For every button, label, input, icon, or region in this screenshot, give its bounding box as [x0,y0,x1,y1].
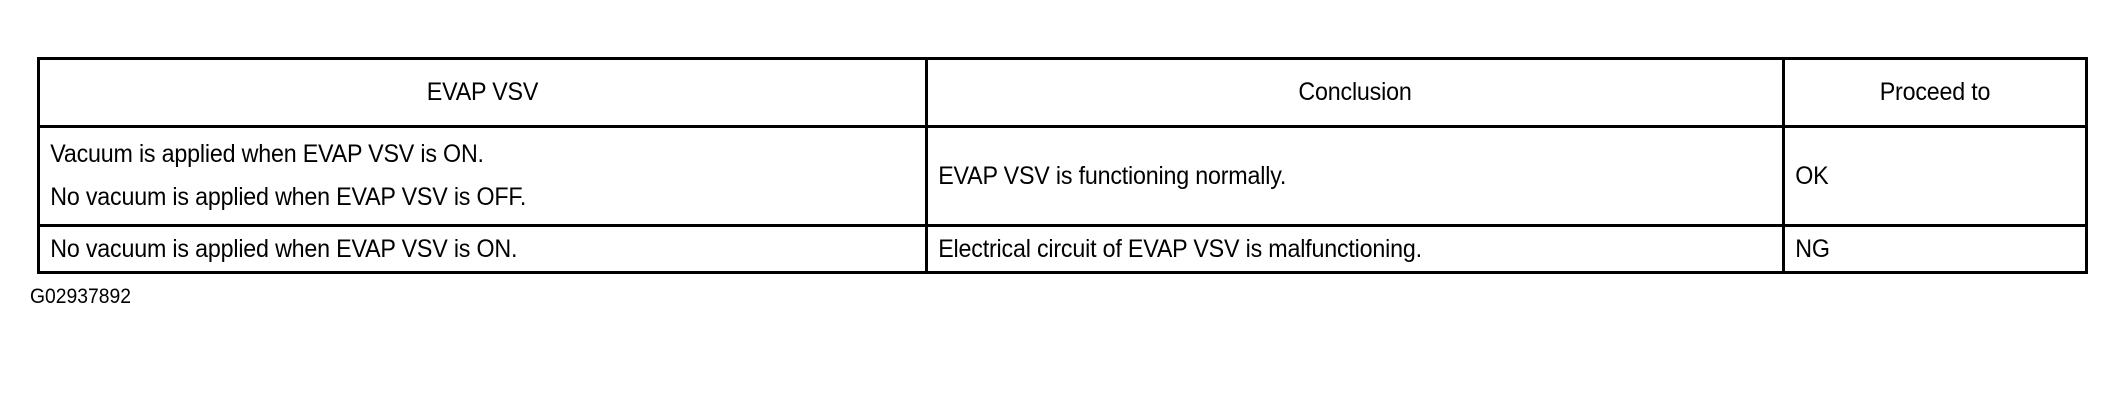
cell-conclusion-row-1: EVAP VSV is functioning normally. [925,125,1785,227]
cell-proceed-to-row-1-text: OK [1785,160,2064,193]
cell-proceed-to-row-2-text: NG [1785,233,2064,266]
table-row: No vacuum is applied when EVAP VSV is ON… [37,224,2088,274]
cell-line: OK [1795,161,1829,190]
cell-conclusion-row-1-text: EVAP VSV is functioning normally. [928,160,1722,193]
inspection-result-table: EVAP VSV Conclusion Proceed to Vacuum is… [37,57,2088,274]
table-header: EVAP VSV Conclusion Proceed to [37,57,2088,128]
column-header-evap-vsv: EVAP VSV [37,57,928,128]
column-header-conclusion-label: Conclusion [1298,78,1412,106]
column-header-evap-vsv-label: EVAP VSV [426,78,539,106]
cell-evap-vsv-row-1: Vacuum is applied when EVAP VSV is ON. N… [37,125,928,227]
cell-evap-vsv-row-2-text: No vacuum is applied when EVAP VSV is ON… [40,233,863,266]
table-row: Vacuum is applied when EVAP VSV is ON. N… [37,125,2088,227]
column-header-conclusion: Conclusion [925,57,1785,128]
table-header-row: EVAP VSV Conclusion Proceed to [37,57,2088,128]
cell-conclusion-row-2: Electrical circuit of EVAP VSV is malfun… [925,224,1785,274]
table-body: Vacuum is applied when EVAP VSV is ON. N… [37,125,2088,274]
cell-line: EVAP VSV is functioning normally. [938,161,1287,190]
cell-evap-vsv-row-2: No vacuum is applied when EVAP VSV is ON… [37,224,928,274]
cell-line: No vacuum is applied when EVAP VSV is OF… [50,183,527,211]
figure-caption: G02937892 [30,285,131,308]
column-header-proceed-to-label: Proceed to [1879,78,1991,106]
cell-proceed-to-row-2: NG [1782,224,2088,274]
cell-line: Vacuum is applied when EVAP VSV is ON. [50,140,484,168]
cell-line: Electrical circuit of EVAP VSV is malfun… [938,234,1422,263]
cell-evap-vsv-row-1-text: Vacuum is applied when EVAP VSV is ON. N… [40,138,863,214]
cell-line: NG [1795,234,1830,263]
cell-proceed-to-row-1: OK [1782,125,2088,227]
cell-line: No vacuum is applied when EVAP VSV is ON… [50,234,518,263]
column-header-proceed-to: Proceed to [1782,57,2088,128]
cell-conclusion-row-2-text: Electrical circuit of EVAP VSV is malfun… [928,233,1722,266]
